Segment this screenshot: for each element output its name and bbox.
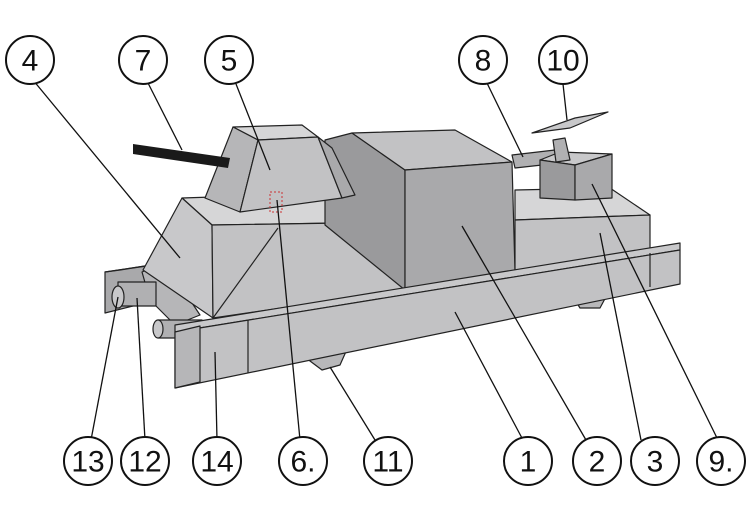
leader-12: [136, 297, 146, 441]
callout-10: 10: [538, 35, 588, 85]
callout-6-label: 6.: [290, 446, 315, 479]
callout-13: 13: [63, 436, 113, 486]
leader-2: [461, 225, 587, 441]
callout-3-label: 3: [647, 446, 664, 479]
callout-4: 4: [5, 35, 55, 85]
leader-9: [591, 183, 719, 441]
periscope-post: [552, 137, 571, 163]
callout-1: 1: [503, 436, 553, 486]
callout-9: 9.: [696, 436, 746, 486]
lower-buffer-head: [152, 319, 164, 339]
hatch-marker: [269, 191, 283, 213]
gun-barrel: [133, 144, 230, 168]
callout-14-label: 14: [200, 446, 233, 479]
callout-9-label: 9.: [708, 446, 733, 479]
callout-8: 8: [458, 35, 508, 85]
callout-5: 5: [204, 35, 254, 85]
leader-1: [454, 311, 524, 441]
callout-12: 12: [120, 436, 170, 486]
callout-5-label: 5: [221, 45, 238, 78]
leader-8: [485, 80, 524, 158]
callout-2: 2: [572, 436, 622, 486]
callout-7: 7: [118, 35, 168, 85]
callout-11-label: 11: [372, 446, 403, 479]
callout-7-label: 7: [135, 45, 152, 78]
central-box-front: [404, 161, 516, 291]
rear-cupola-left: [539, 159, 576, 201]
leader-5: [235, 83, 271, 171]
chassis-front-end: [174, 325, 201, 389]
leader-14: [214, 351, 218, 441]
callout-2-label: 2: [589, 446, 606, 479]
callout-10-label: 10: [546, 45, 579, 78]
leader-13: [90, 296, 119, 441]
callout-11: 11: [363, 436, 413, 486]
periscope-plate: [531, 111, 609, 134]
callout-4-label: 4: [22, 45, 39, 78]
leader-4: [32, 79, 181, 259]
callout-13-label: 13: [71, 446, 104, 479]
callout-1-label: 1: [520, 446, 537, 479]
hull-diagonal-edge: [212, 227, 279, 319]
callout-6: 6.: [278, 436, 328, 486]
callout-8-label: 8: [475, 45, 492, 78]
leader-7: [147, 82, 183, 151]
leader-lines: [32, 79, 719, 441]
rear-cupola-right: [574, 153, 613, 201]
leader-11: [329, 366, 376, 441]
callout-3: 3: [630, 436, 680, 486]
leader-10: [562, 83, 568, 121]
callout-12-label: 12: [128, 446, 161, 479]
front-turret-right: [317, 136, 356, 199]
leader-6: [276, 199, 301, 441]
callout-14: 14: [192, 436, 242, 486]
leader-3: [599, 232, 642, 441]
